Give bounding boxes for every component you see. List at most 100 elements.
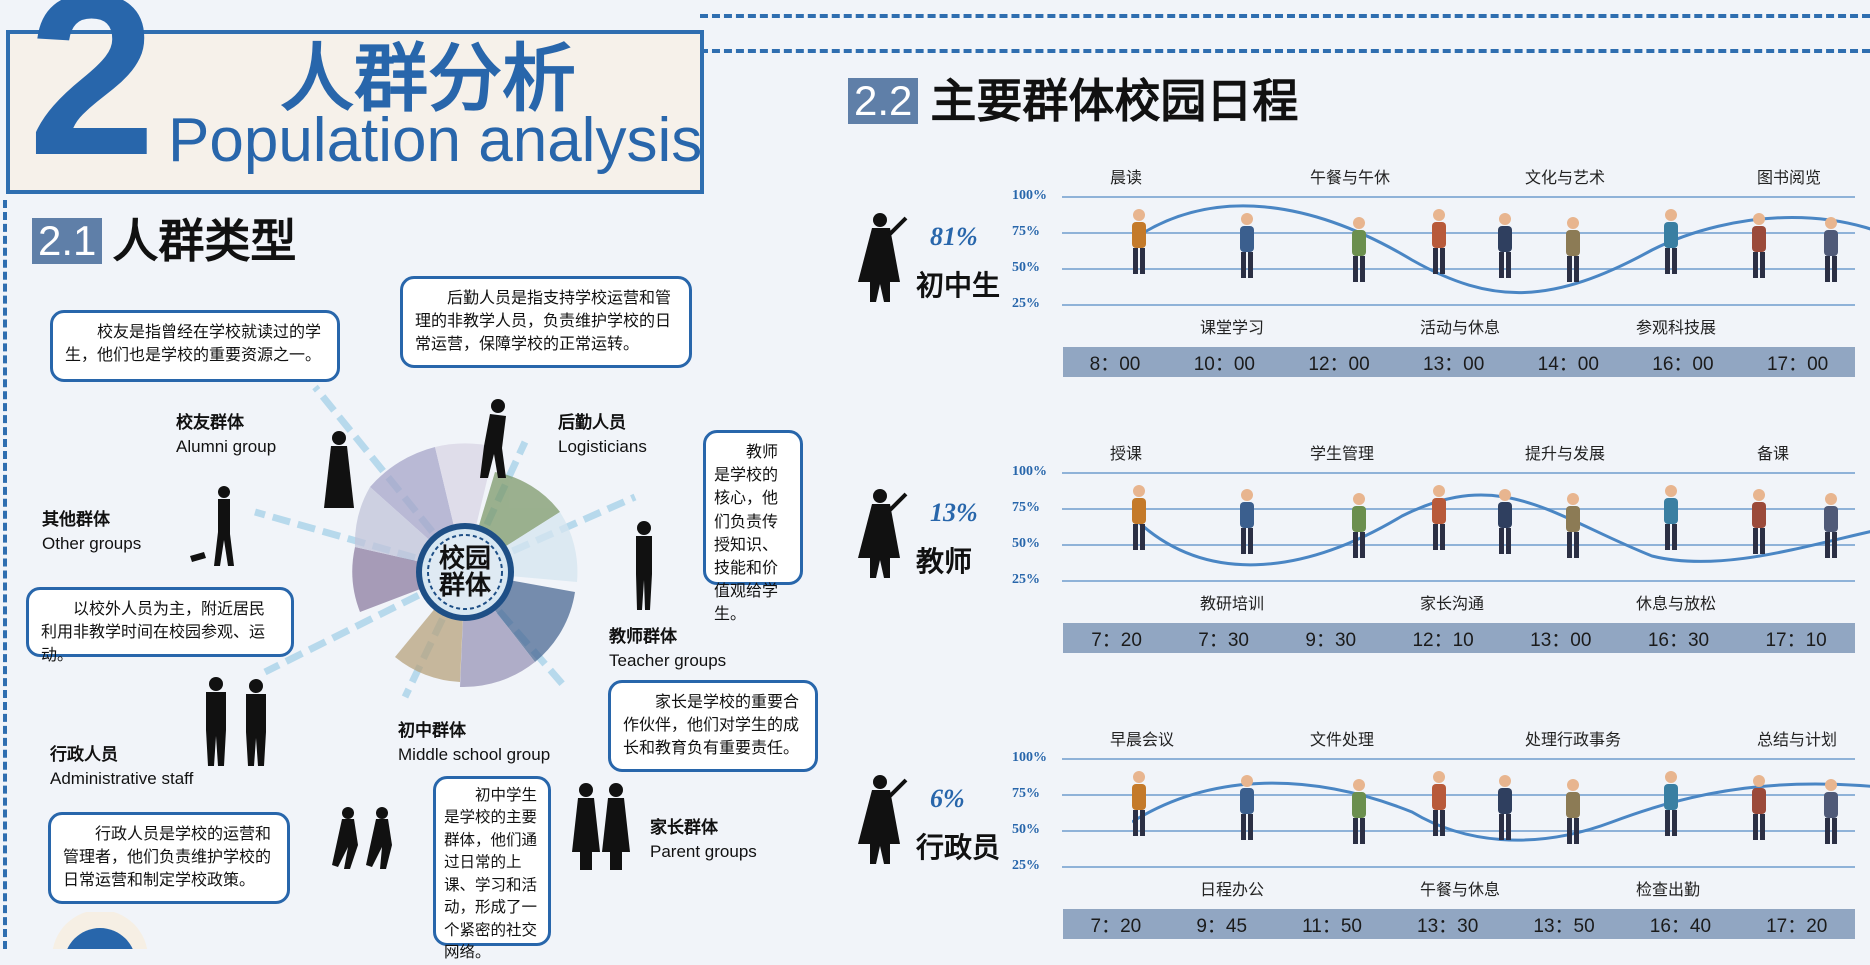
section-22-title: 主要群体校园日程 <box>930 75 1299 127</box>
bubble-middle-text: 初中学生是学校的主要群体，他们通过日常的上课、学习和活动，形成了一个紧密的社交网… <box>444 787 538 962</box>
bubble-teacher: 教师是学校的核心，他们负责传授知识、技能和价值观给学生。 <box>703 430 803 623</box>
time-label: 16：30 <box>1647 629 1710 651</box>
group-teacher-en: Teacher groups <box>609 651 727 670</box>
axis-tick-label: 75% <box>1012 786 1040 801</box>
next-section-badge-icon <box>52 912 148 949</box>
time-label: 16：40 <box>1649 915 1712 937</box>
section-21-title: 人群类型 <box>112 215 297 267</box>
person-illustration-icon <box>1748 488 1770 556</box>
axis-tick-label: 100% <box>1012 750 1047 765</box>
bubble-parent: 家长是学校的重要合作伙伴，他们对学生的成长和教育负有重要责任。 <box>608 680 818 772</box>
activity-curve <box>1132 493 1870 567</box>
activity-label-bottom: 检查出勤 <box>1636 882 1701 899</box>
person-illustration-icon <box>1428 484 1450 552</box>
time-label: 12：10 <box>1412 629 1474 651</box>
wheel-center-line2: 群体 <box>438 570 491 601</box>
group-logistics-en: Logisticians <box>558 437 647 456</box>
activity-label-bottom: 家长沟通 <box>1420 596 1485 613</box>
person-illustration-icon <box>1748 774 1770 842</box>
person-illustration-icon <box>1820 492 1842 560</box>
group-middle-zh: 初中群体 <box>398 721 466 740</box>
person-illustration-icon <box>1660 770 1682 838</box>
group-parent-en: Parent groups <box>650 842 757 861</box>
axis-tick-label: 100% <box>1012 188 1047 203</box>
group-other-en: Other groups <box>42 534 142 553</box>
role-percent: 6% <box>930 784 965 813</box>
activity-label-bottom: 教研培训 <box>1200 596 1265 613</box>
person-illustration-icon <box>1236 212 1258 280</box>
person-illustration-icon <box>1348 216 1370 284</box>
axis-tick-label: 50% <box>1012 536 1040 551</box>
person-illustration-icon <box>1348 778 1370 846</box>
axis-tick-label: 50% <box>1012 260 1040 275</box>
axis-tick-label: 50% <box>1012 822 1040 837</box>
person-illustration-icon <box>1128 770 1150 838</box>
activity-label-bottom: 课堂学习 <box>1200 320 1265 337</box>
bubble-middle: 初中学生是学校的主要群体，他们通过日常的上课、学习和活动，形成了一个紧密的社交网… <box>433 776 551 961</box>
bubble-other: 以校外人员为主，附近居民利用非教学时间在校园参观、运动。 <box>26 587 294 664</box>
time-label: 7：30 <box>1198 629 1249 651</box>
alumni-silhouette-icon <box>324 431 354 508</box>
activity-label-bottom: 活动与休息 <box>1420 320 1501 337</box>
bubble-admin-text: 行政人员是学校的运营和管理者，他们负责维护学校的日常运营和制定学校政策。 <box>63 826 272 890</box>
group-other: 其他群体 Other groups <box>42 505 141 554</box>
person-illustration-icon <box>1428 770 1450 838</box>
person-illustration-icon <box>1748 212 1770 280</box>
group-alumni-en: Alumni group <box>176 437 277 456</box>
person-illustration-icon <box>1494 774 1516 842</box>
time-label: 10：00 <box>1193 353 1256 375</box>
group-alumni: 校友群体 Alumni group <box>176 408 276 457</box>
population-wheel-diagram <box>254 384 637 699</box>
activity-curve-path <box>1132 493 1870 567</box>
page-title-zh: 人群分析 <box>280 37 576 120</box>
person-illustration-icon <box>1820 778 1842 846</box>
bubble-teacher-text: 教师是学校的核心，他们负责传授知识、技能和价值观给学生。 <box>714 444 779 624</box>
role-silhouette-icon <box>850 212 910 309</box>
group-middle-en: Middle school group <box>398 745 551 764</box>
title-box <box>6 30 704 194</box>
section-number: 2 <box>28 0 156 203</box>
group-admin-en: Administrative staff <box>50 769 194 788</box>
axis-tick-label: 25% <box>1012 296 1040 311</box>
person-illustration-icon <box>1128 484 1150 552</box>
time-label: 8：00 <box>1089 353 1141 375</box>
activity-curve-path <box>1132 204 1870 295</box>
person-illustration-icon <box>1494 212 1516 280</box>
bubble-other-text: 以校外人员为主，附近居民利用非教学时间在校园参观、运动。 <box>41 601 266 665</box>
left-dashed-border <box>3 200 7 949</box>
activity-label-top: 总结与计划 <box>1757 732 1838 749</box>
activity-label-bottom: 日程办公 <box>1200 882 1265 899</box>
person-illustration-icon <box>1562 778 1584 846</box>
axis-tick-label: 25% <box>1012 858 1040 873</box>
person-illustration-icon <box>1562 492 1584 560</box>
activity-label-top: 早晨会议 <box>1110 732 1175 749</box>
activity-label-bottom: 午餐与休息 <box>1420 882 1501 899</box>
grid-line <box>1062 232 1855 234</box>
activity-label-top: 文件处理 <box>1310 732 1375 749</box>
activity-label-top: 处理行政事务 <box>1525 732 1622 749</box>
bubble-parent-text: 家长是学校的重要合作伙伴，他们对学生的成长和教育负有重要责任。 <box>623 694 800 758</box>
axis-tick-label: 75% <box>1012 224 1040 239</box>
group-other-zh: 其他群体 <box>42 510 110 529</box>
activity-label-top: 午餐与午休 <box>1310 170 1391 187</box>
time-label: 13：00 <box>1530 629 1592 651</box>
activity-label-top: 备课 <box>1757 446 1790 463</box>
students-silhouette-icon <box>332 807 392 869</box>
top-dashed-border <box>700 14 1870 18</box>
time-label: 11：50 <box>1302 915 1362 937</box>
admin-silhouettes-icon <box>206 677 266 766</box>
bubble-logistics-text: 后勤人员是指支持学校运营和管理的非教学人员，负责维护学校的日常运营，保障学校的正… <box>415 290 672 354</box>
group-alumni-zh: 校友群体 <box>176 413 244 432</box>
group-parent-zh: 家长群体 <box>650 818 718 837</box>
teacher-silhouette-icon <box>636 521 652 610</box>
person-illustration-icon <box>1348 492 1370 560</box>
time-label: 13：50 <box>1533 915 1595 937</box>
section-22-heading: 2.2 主要群体校园日程 <box>848 78 1298 124</box>
wheel-center-label: 校园 群体 <box>430 544 500 601</box>
role-silhouette-icon <box>850 774 910 871</box>
time-label: 14：00 <box>1537 353 1599 375</box>
role-name: 教师 <box>916 546 973 577</box>
time-label: 17：20 <box>1766 915 1828 937</box>
